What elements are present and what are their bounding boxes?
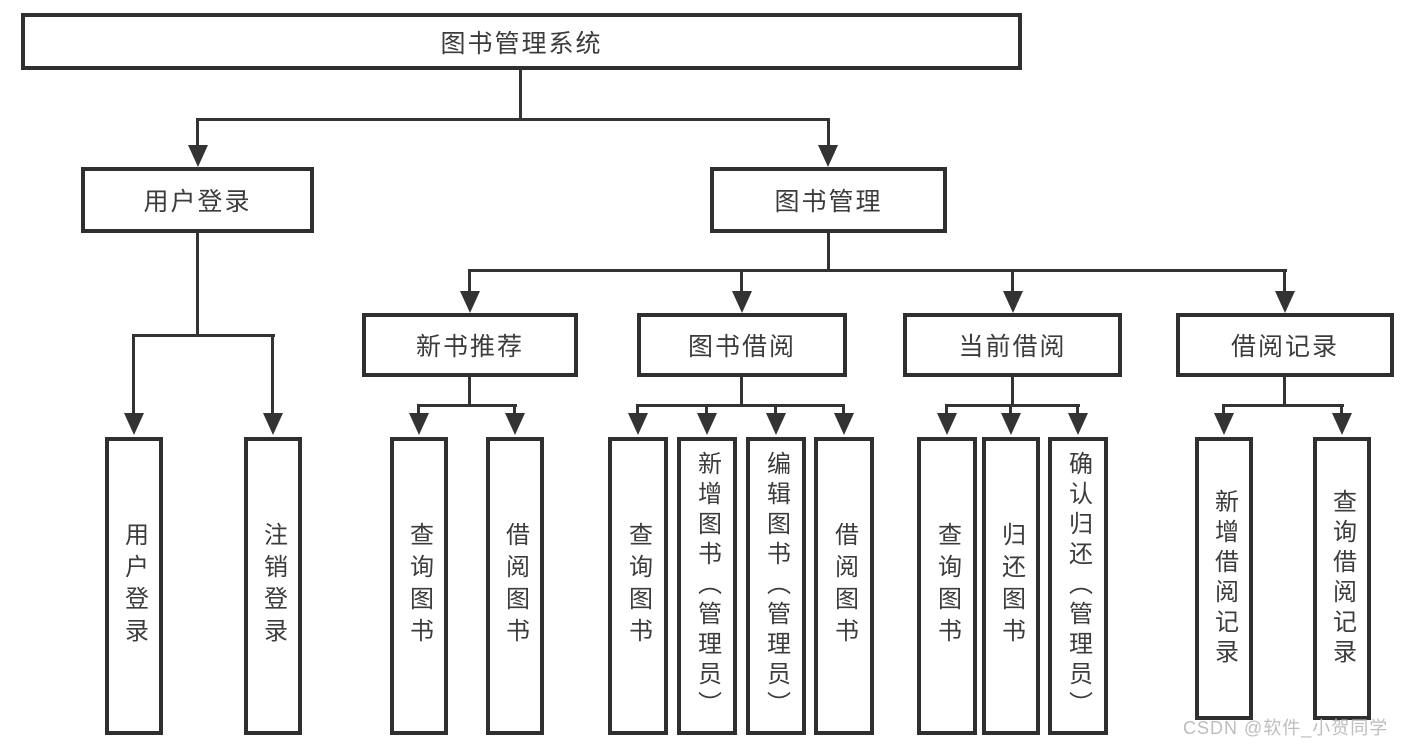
node-library-system: 图书管理系统 [21,13,1022,70]
leaf-borrow-borrow-books-label: 借阅图书 [830,522,858,650]
connector-line [468,269,471,295]
leaf-borrow-query-books: 查询图书 [608,437,668,735]
arrow-down-icon [188,145,208,167]
arrow-down-icon [732,291,752,313]
connector-line [1011,375,1014,406]
leaf-user-login: 用户登录 [105,437,163,735]
connector-line [271,334,274,418]
node-current-borrowing-label: 当前借阅 [958,333,1067,361]
node-book-management: 图书管理 [710,167,947,233]
leaf-current-return-books: 归还图书 [982,437,1040,735]
node-book-borrowing-label: 图书借阅 [687,333,796,361]
arrow-down-icon [505,413,525,435]
arrow-down-icon [1214,413,1234,435]
arrow-down-icon [1275,291,1295,313]
node-user-login-label: 用户登录 [143,188,252,216]
arrow-down-icon [460,291,480,313]
connector-line [740,269,743,295]
node-library-system-label: 图书管理系统 [440,29,603,58]
leaf-borrow-borrow-books: 借阅图书 [814,437,874,735]
leaf-current-confirm-return-admin-label: 确认归还（管理员） [1064,451,1092,721]
leaf-newbook-borrow-books-label: 借阅图书 [501,522,529,650]
arrow-down-icon [1332,413,1352,435]
leaf-borrow-edit-book-admin-label: 编辑图书（管理员） [762,451,790,721]
arrow-down-icon [1001,413,1021,435]
leaf-current-confirm-return-admin: 确认归还（管理员） [1048,437,1108,735]
connector-line [132,334,135,418]
leaf-borrow-add-book-admin: 新增图书（管理员） [677,437,737,735]
leaf-records-query-record-label: 查询借阅记录 [1328,488,1356,669]
leaf-current-return-books-label: 归还图书 [997,522,1025,650]
connector-line [417,404,420,418]
connector-line [1283,269,1286,295]
arrow-down-icon [818,145,838,167]
leaf-logout-label: 注销登录 [259,522,287,650]
leaf-logout: 注销登录 [244,437,302,735]
node-book-borrowing: 图书借阅 [637,313,847,377]
connector-line [196,231,199,336]
node-book-management-label: 图书管理 [774,188,883,216]
leaf-borrow-edit-book-admin: 编辑图书（管理员） [746,437,806,735]
leaf-newbook-query-books: 查询图书 [390,437,448,735]
connector-line [945,404,948,418]
connector-line [519,68,522,120]
connector-line [132,334,275,337]
leaf-current-query-books-label: 查询图书 [933,522,961,650]
node-borrowing-records: 借阅记录 [1176,313,1394,377]
node-current-borrowing: 当前借阅 [903,313,1122,377]
leaf-newbook-query-books-label: 查询图书 [405,522,433,650]
arrow-down-icon [1068,413,1088,435]
arrow-down-icon [124,413,144,435]
connector-line [1076,404,1079,418]
connector-line [1340,404,1343,418]
leaf-borrow-query-books-label: 查询图书 [624,522,652,650]
connector-line [636,404,845,407]
connector-line [1011,269,1014,295]
connector-line [468,269,1287,272]
arrow-down-icon [263,413,283,435]
connector-line [1222,404,1225,418]
connector-line [774,404,777,418]
arrow-down-icon [766,413,786,435]
node-user-login: 用户登录 [81,167,314,233]
arrow-down-icon [697,413,717,435]
leaf-records-query-record: 查询借阅记录 [1313,437,1371,720]
connector-line [945,404,1080,407]
connector-line [827,231,830,271]
connector-line [196,118,830,121]
leaf-newbook-borrow-books: 借阅图书 [486,437,544,735]
connector-line [468,375,471,406]
connector-line [1222,404,1344,407]
node-borrowing-records-label: 借阅记录 [1230,333,1339,361]
node-new-book-recommend-label: 新书推荐 [415,333,524,361]
arrow-down-icon [834,413,854,435]
arrow-down-icon [1003,291,1023,313]
connector-line [740,375,743,406]
connector-line [827,118,830,150]
connector-line [196,118,199,150]
leaf-records-add-record: 新增借阅记录 [1195,437,1253,720]
arrow-down-icon [409,413,429,435]
arrow-down-icon [628,413,648,435]
arrow-down-icon [937,413,957,435]
connector-line [636,404,639,418]
leaf-user-login-label: 用户登录 [120,522,148,650]
watermark: CSDN @软件_小贺同学 [1183,718,1389,738]
connector-line [705,404,708,418]
connector-line [417,404,517,407]
leaf-current-query-books: 查询图书 [917,437,977,735]
connector-line [842,404,845,418]
connector-line [1009,404,1012,418]
leaf-records-add-record-label: 新增借阅记录 [1210,488,1238,669]
node-new-book-recommend: 新书推荐 [362,313,578,377]
connector-line [1283,375,1286,406]
leaf-borrow-add-book-admin-label: 新增图书（管理员） [693,451,721,721]
connector-line [513,404,516,418]
